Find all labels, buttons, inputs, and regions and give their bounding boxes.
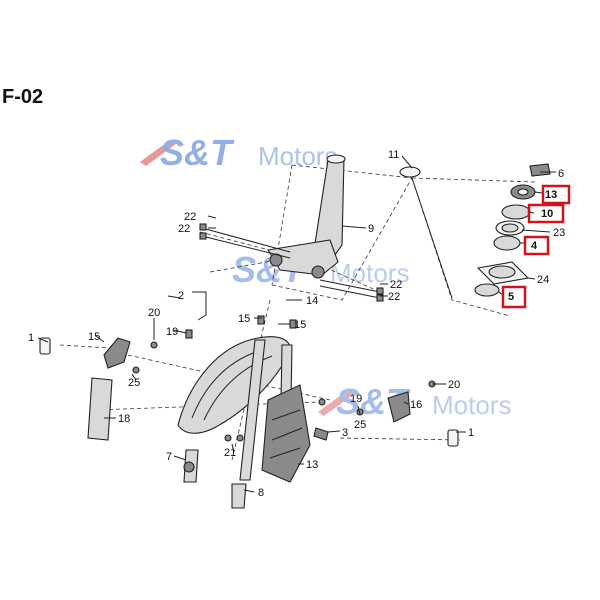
bearing-stack: [399, 163, 551, 297]
callout-19-b: 19: [350, 393, 362, 405]
callout-6: 6: [558, 168, 564, 180]
callout-18: 18: [118, 413, 130, 425]
callout-1-left: 1: [28, 332, 34, 344]
callout-21: 21: [224, 447, 236, 459]
callout-20-a: 20: [148, 307, 160, 319]
stem-bolts: [199, 223, 384, 302]
small-hardware: [132, 315, 436, 442]
watermark-suffix: Motors: [330, 258, 409, 288]
highlight-boxes: [501, 184, 571, 309]
callout-12: 13: [545, 189, 557, 201]
callout-19-a: 19: [166, 326, 178, 338]
watermark-suffix: Motors: [432, 390, 511, 420]
highlight-box-10: [527, 203, 565, 224]
callout-5: 5: [508, 291, 514, 303]
watermark-suffix: Motors: [258, 141, 337, 171]
highlight-box-12: [541, 184, 571, 205]
callout-14: 14: [306, 295, 318, 307]
highlight-box-5: [501, 285, 527, 309]
callout-2: 2: [178, 290, 184, 302]
callout-10: 10: [541, 208, 553, 220]
small-bracket: [192, 291, 207, 321]
callout-11: 11: [388, 149, 399, 161]
callout-22-a: 22: [184, 211, 196, 223]
leader-lines: [37, 155, 556, 493]
callout-22-c: 22: [390, 279, 402, 291]
callout-7: 7: [166, 451, 172, 463]
right-bracket: [387, 391, 459, 447]
callout-22-b: 22: [178, 223, 190, 235]
callout-22-d: 22: [388, 291, 400, 303]
steering-stem: [267, 154, 346, 279]
callout-23: 23: [553, 227, 565, 239]
callout-1-right: 1: [468, 427, 474, 439]
highlight-box-4: [523, 235, 550, 256]
watermark-top: S&T Motors: [140, 132, 337, 173]
callout-25-a: 25: [128, 377, 140, 389]
callout-15-b: 15: [294, 319, 306, 331]
callout-15-a: 15: [238, 313, 250, 325]
callout-9: 9: [368, 223, 374, 235]
callout-20-b: 20: [448, 379, 460, 391]
callout-16: 15: [88, 331, 100, 343]
left-bracket: [39, 337, 131, 441]
callouts: 11 6 13 10 23 4 24 5 9 22 22 22 22 14 15…: [28, 149, 565, 499]
fork-cover: [261, 384, 311, 483]
callout-13: 13: [306, 459, 318, 471]
callout-8: 8: [258, 487, 264, 499]
callout-4: 4: [531, 240, 538, 252]
callout-17: 16: [410, 399, 422, 411]
callout-3: 3: [342, 427, 348, 439]
callout-25-b: 25: [354, 419, 366, 431]
watermark-brand: S&T: [160, 132, 235, 173]
callout-24: 24: [537, 274, 549, 286]
page-code: F-02: [2, 86, 44, 108]
